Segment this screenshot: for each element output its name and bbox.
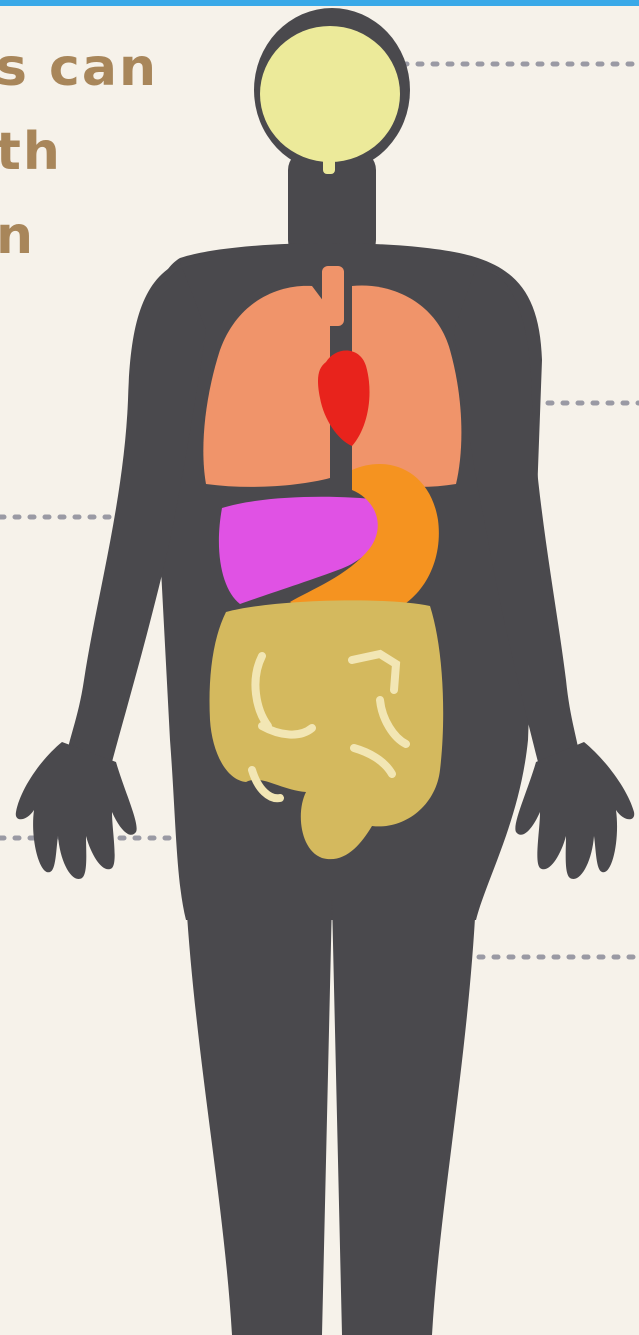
- left-hand: [16, 742, 137, 879]
- left-leg: [186, 900, 332, 1335]
- right-hand: [515, 742, 634, 879]
- trachea: [322, 266, 344, 326]
- right-leg: [332, 900, 476, 1335]
